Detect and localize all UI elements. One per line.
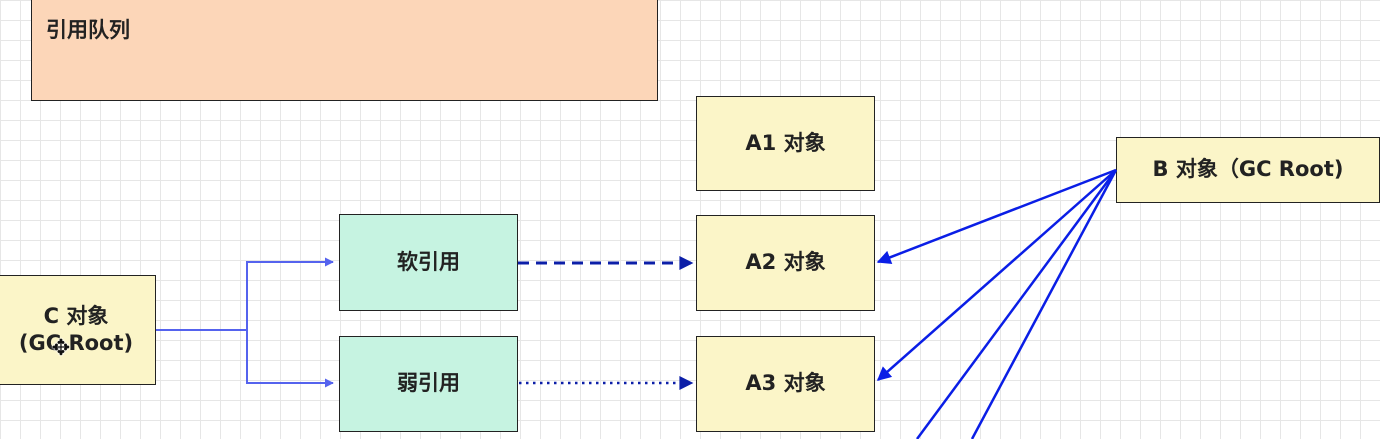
a2-object-label: A2 对象: [745, 250, 826, 275]
b-gc-root-box[interactable]: B 对象（GC Root): [1116, 137, 1380, 203]
weak-reference-box[interactable]: 弱引用: [339, 336, 518, 432]
a3-object-box[interactable]: A3 对象: [696, 336, 875, 432]
a3-object-label: A3 对象: [745, 371, 826, 396]
reference-queue-label: 引用队列: [46, 18, 130, 42]
c-to-soft-reference-edge: [246, 257, 334, 330]
soft-reference-label: 软引用: [397, 249, 460, 274]
c-gc-root-label-line1: C 对象: [43, 303, 109, 328]
a1-object-box[interactable]: A1 对象: [696, 96, 875, 191]
c-gc-root-box[interactable]: C 对象 (GC Root): [0, 275, 156, 385]
a1-object-label: A1 对象: [745, 130, 826, 155]
move-cursor-icon: ✥: [51, 336, 71, 361]
c-gc-root-label-line2: (GC Root): [18, 331, 134, 355]
c-to-weak-reference-edge: [246, 330, 334, 388]
weak-reference-label: 弱引用: [397, 371, 460, 396]
b-offscreen-edge-1: [915, 169, 1118, 439]
b-to-a3-edge: [876, 169, 1117, 381]
reference-queue-box[interactable]: 引用队列: [31, 0, 658, 101]
b-gc-root-label: B 对象（GC Root): [1152, 157, 1344, 182]
b-offscreen-edge-2: [970, 169, 1118, 439]
soft-reference-box[interactable]: 软引用: [339, 214, 518, 311]
a2-object-box[interactable]: A2 对象: [696, 215, 875, 311]
b-to-a2-edge: [876, 168, 1117, 264]
